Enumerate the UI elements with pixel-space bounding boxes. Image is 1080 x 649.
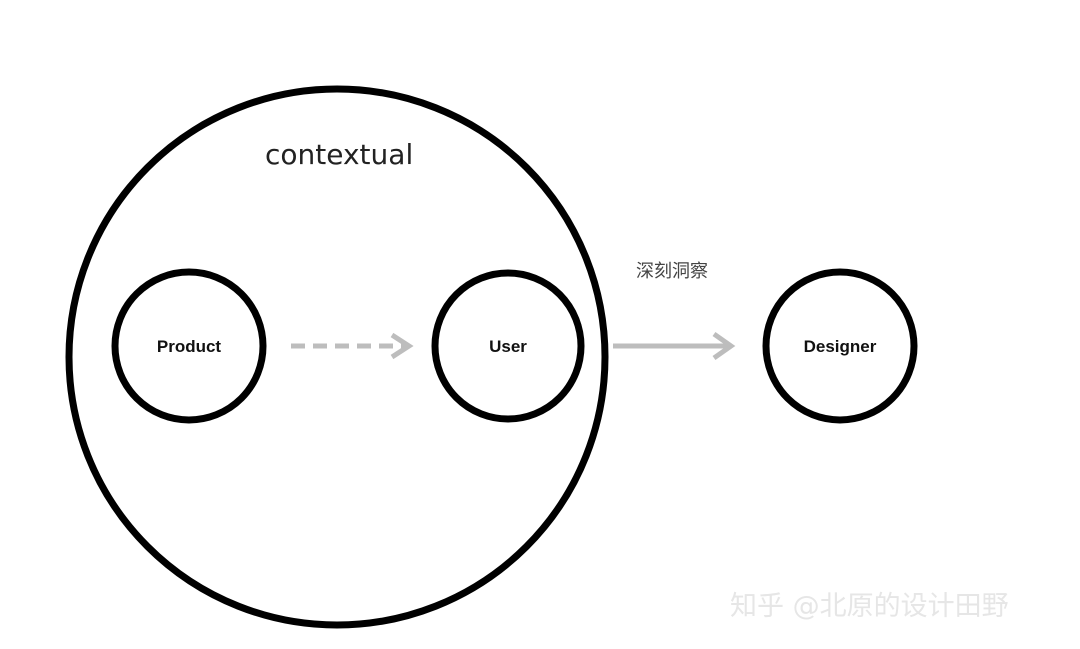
solid-arrow [613, 331, 736, 361]
insight-label: 深刻洞察 [636, 261, 708, 282]
context-label: contextual [265, 138, 413, 171]
user-node [431, 269, 585, 423]
dashed-arrow [291, 332, 414, 360]
user-label: User [489, 337, 527, 356]
designer-label: Designer [804, 337, 877, 356]
product-node [111, 268, 267, 424]
designer-node [762, 268, 918, 424]
context-circle [65, 85, 609, 629]
watermark: 知乎 @北原的设计田野 [730, 591, 1009, 622]
product-label: Product [157, 337, 222, 356]
